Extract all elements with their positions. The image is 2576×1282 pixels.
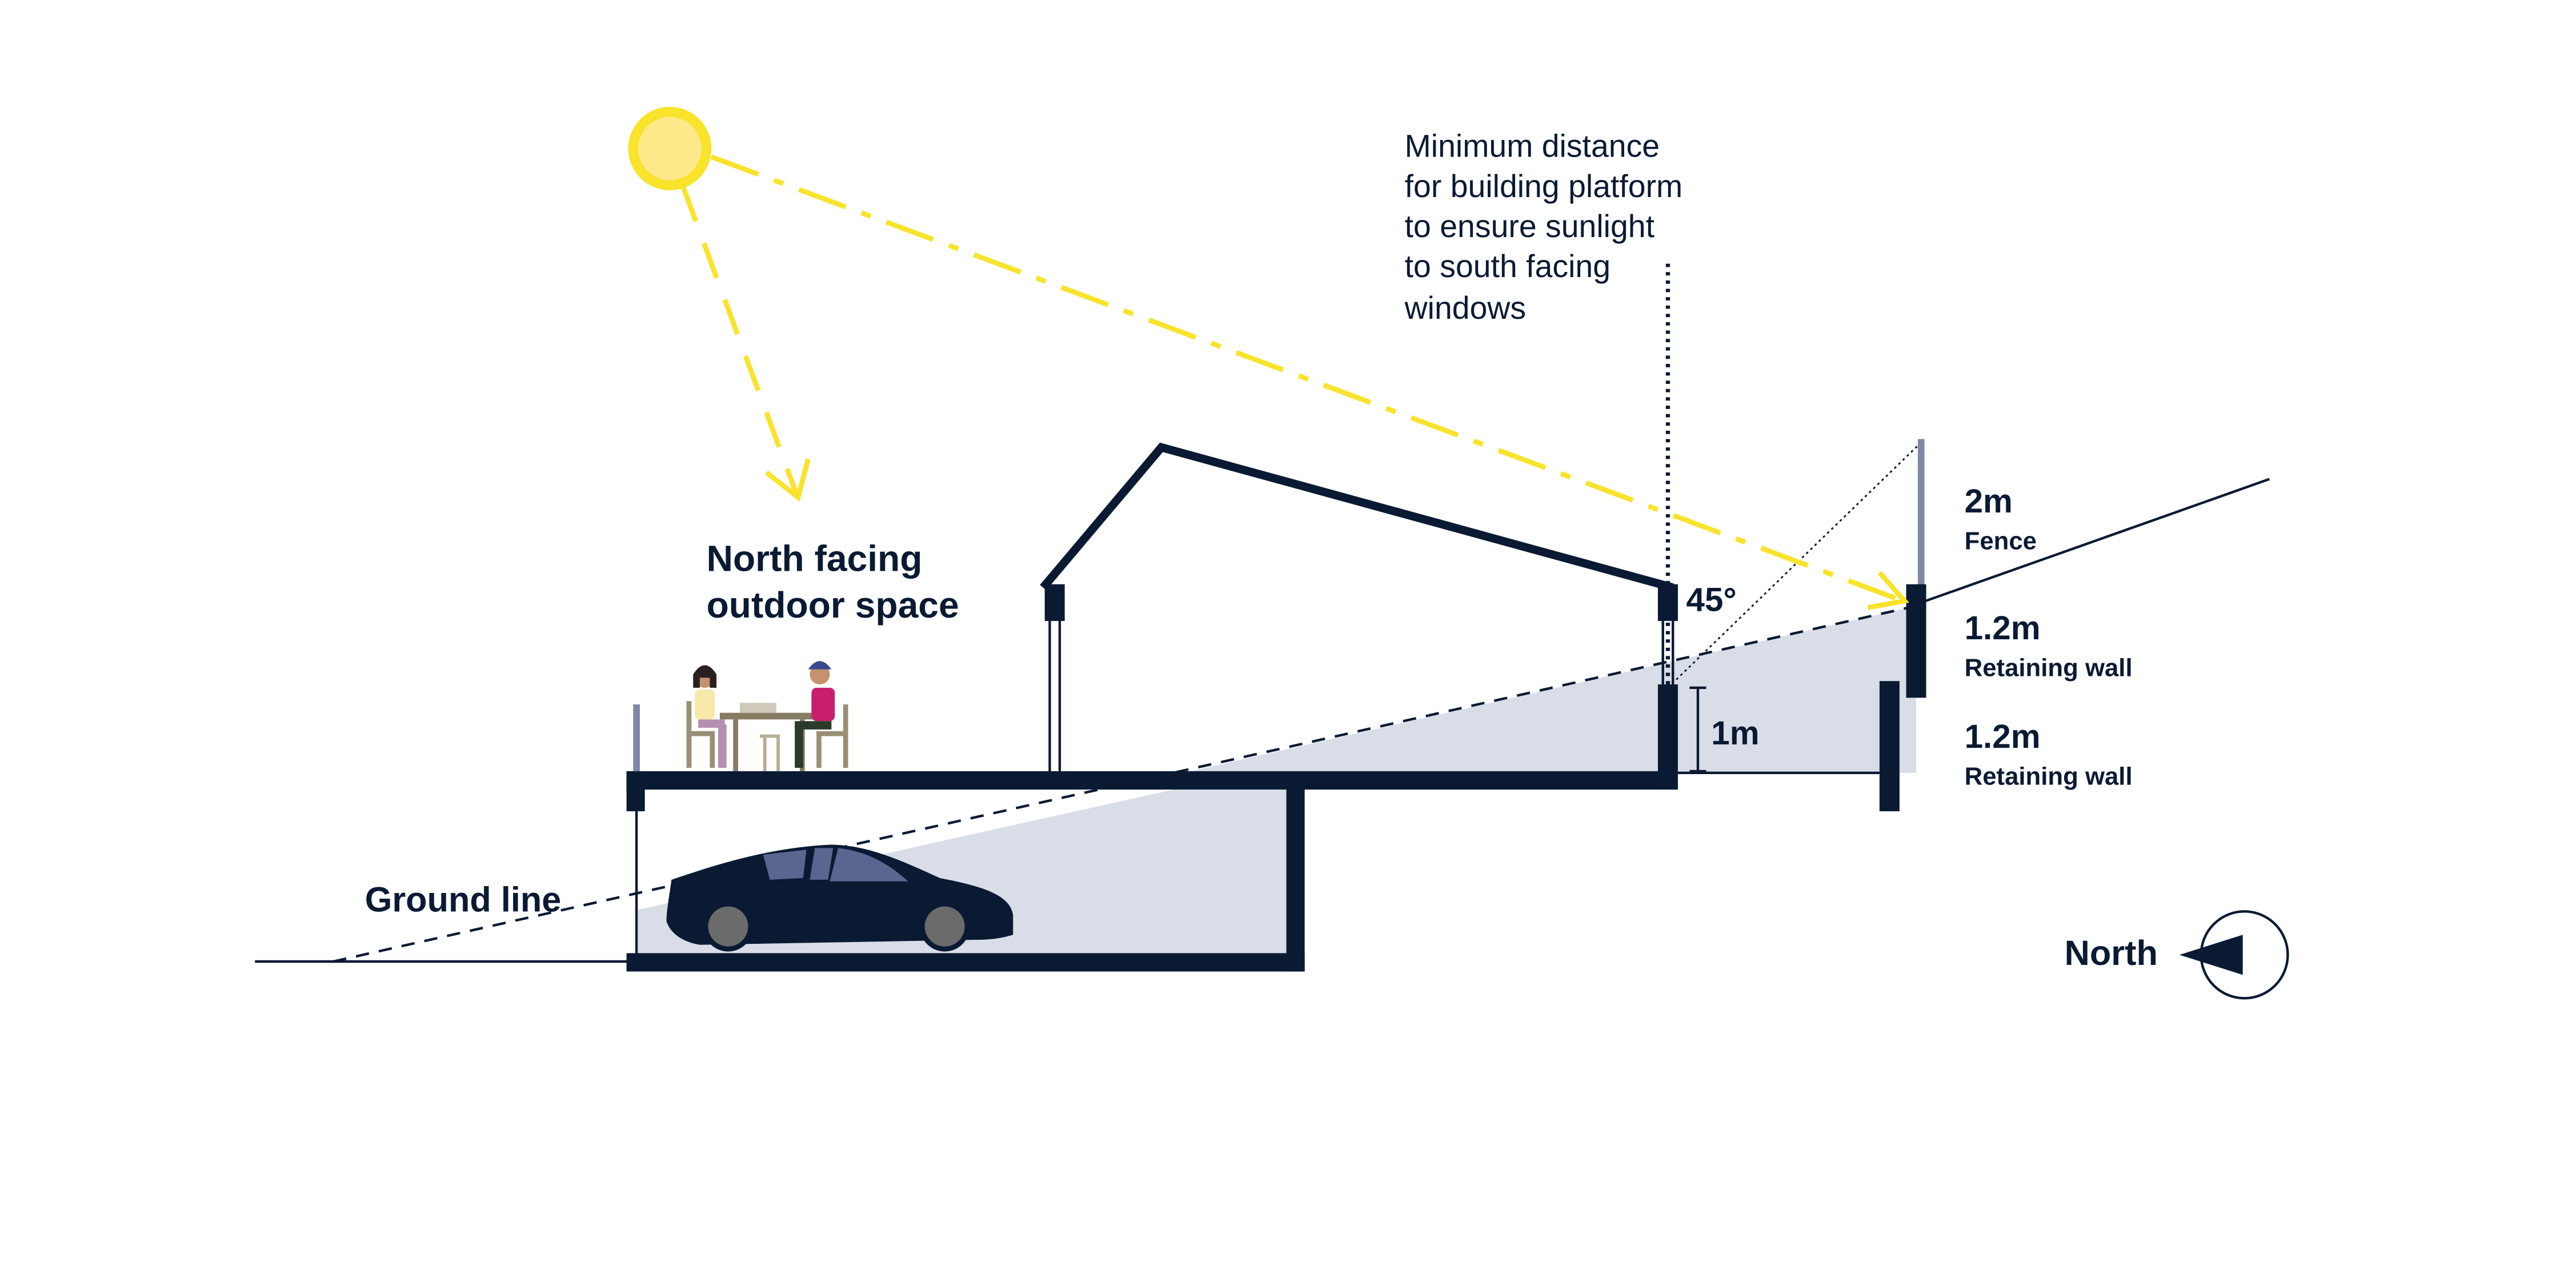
- fence: [1917, 439, 1925, 590]
- ground-line-right: [1916, 478, 2270, 606]
- wall1-label: Retaining wall: [1965, 654, 2133, 682]
- angle-label: 45°: [1686, 581, 1737, 618]
- north-arrow-icon: [2179, 910, 2289, 1000]
- dimension-1m-label: 1m: [1711, 715, 1759, 752]
- annotation-line-5: windows: [1404, 290, 1526, 326]
- deck-railing: [633, 704, 640, 771]
- garage-floor-slab: [626, 953, 1305, 972]
- annotation-line-4: to south facing: [1405, 249, 1610, 284]
- sun-icon: [628, 107, 712, 191]
- wall2-label: Retaining wall: [1965, 762, 2133, 790]
- fence-label: Fence: [1965, 527, 2037, 555]
- annotation-line-3: to ensure sunlight: [1405, 209, 1654, 244]
- retaining-wall-upper: [1906, 584, 1926, 698]
- retaining-wall-lower: [1879, 681, 1900, 812]
- annotation-line-1: Minimum distance: [1405, 129, 1660, 164]
- wall1-height-label: 1.2m: [1965, 610, 2041, 647]
- house-back-wall: [1657, 684, 1678, 790]
- deck-edge-post: [626, 771, 645, 812]
- outdoor-label-line-2: outdoor space: [707, 584, 959, 626]
- outdoor-label-line-1: North facing: [707, 538, 923, 579]
- sun-ray-steep-arrowhead: [764, 458, 811, 502]
- wall2-height-label: 1.2m: [1965, 718, 2041, 755]
- house-roof: [1040, 442, 1674, 592]
- sun-ray-long-arrowhead: [1867, 571, 1910, 610]
- sun-ray-steep: [680, 186, 799, 495]
- people-dining-icon: [686, 661, 848, 771]
- ground-line-label: Ground line: [365, 880, 562, 919]
- fence-height-label: 2m: [1965, 483, 2013, 520]
- north-label: North: [2065, 934, 2158, 972]
- upper-floor-slab: [626, 771, 1677, 790]
- sun-ray-long: [710, 154, 1904, 603]
- house-left-header: [1044, 584, 1065, 621]
- sight-line-45: [1667, 443, 1920, 688]
- annotation-line-2: for building platform: [1405, 169, 1683, 204]
- garage-back-wall: [1286, 784, 1305, 972]
- car-icon: [666, 844, 1013, 952]
